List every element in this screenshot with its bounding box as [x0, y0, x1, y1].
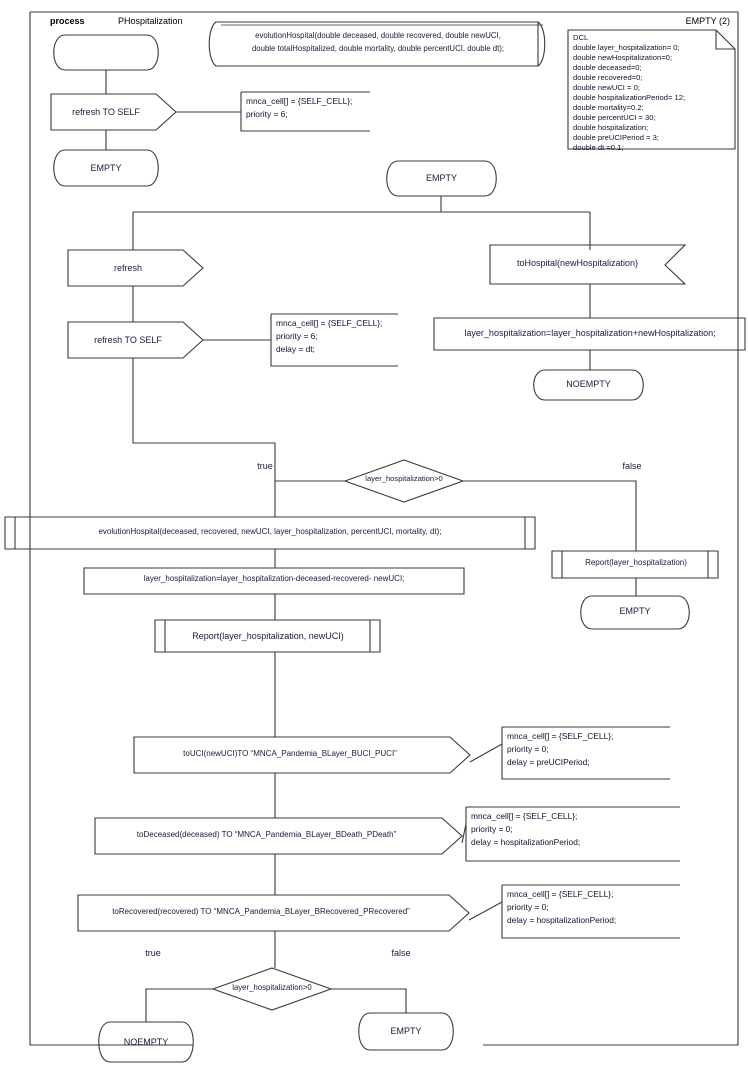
to-uci-shape [133, 736, 471, 774]
condition-line-recovered [468, 901, 503, 921]
evolution-call-shape [4, 516, 536, 550]
to-recovered-shape [77, 894, 470, 932]
refresh-input-shape [67, 249, 204, 287]
connector-d2-true [145, 988, 213, 1022]
refresh-to-self-2-shape [67, 321, 204, 359]
connector-d1-true [274, 480, 345, 517]
empty-bottom-shape [358, 1012, 454, 1051]
refresh-to-self-1-shape [50, 93, 177, 131]
subtract-assign-shape [83, 567, 465, 595]
condition-line-deceased [461, 823, 467, 844]
to-deceased-shape [94, 817, 463, 855]
connector-d1-false [463, 480, 637, 551]
procedure-declaration-shape [208, 21, 546, 67]
connector-d2-false [331, 988, 407, 1013]
report-one-shape [551, 550, 719, 579]
empty-1-shape [53, 149, 159, 187]
start-state-shape [53, 34, 159, 71]
hospitalization-assign-shape [433, 317, 746, 351]
empty-main-shape [386, 160, 497, 197]
dcl-note-shape [567, 29, 736, 150]
report-two-shape [154, 619, 381, 653]
condition-box-deceased [465, 806, 680, 862]
noempty-bottom-shape [98, 1021, 194, 1063]
noempty-right-shape [533, 369, 644, 401]
connector-empty-main-split [132, 196, 591, 250]
decision-1-shape [343, 459, 465, 503]
to-hospital-shape [489, 244, 687, 285]
decision-2-shape [211, 967, 333, 1011]
condition-box-2 [270, 313, 398, 367]
diagram-frame [29, 11, 739, 1046]
condition-line-uci [469, 743, 503, 763]
condition-box-recovered [501, 884, 680, 939]
empty-false-shape [580, 595, 690, 630]
condition-box-uci [501, 726, 670, 780]
condition-box-1 [240, 91, 370, 132]
connector-left-branch-down [132, 358, 276, 482]
